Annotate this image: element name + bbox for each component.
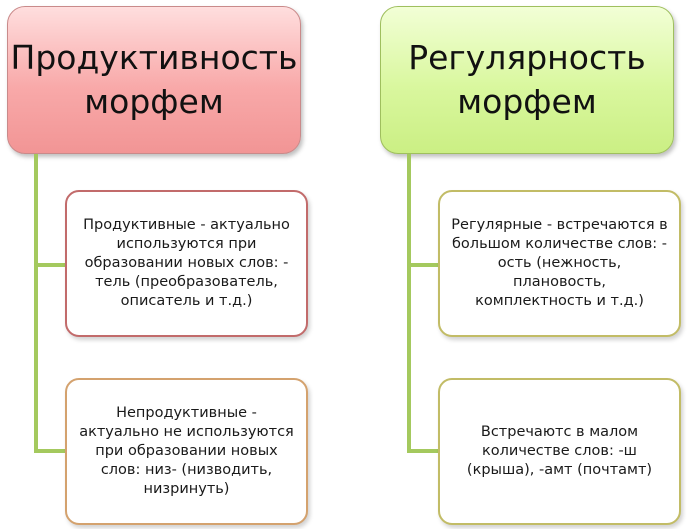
card-line: большом количестве слов: - (451, 236, 667, 252)
regularity-header-line-2: морфем (457, 82, 597, 121)
card-line: описатель и т.д.) (120, 293, 253, 309)
card-line: образовании новых слов: - (84, 255, 289, 271)
card-line: при образовании новых (95, 443, 278, 459)
card-line: актуально не используются (79, 424, 294, 440)
card-line: слов: низ- (низводить, (100, 462, 273, 478)
card-line: Регулярные - встречаются в (451, 217, 668, 233)
card-line: (крыша), -амт (почтамт) (466, 462, 653, 478)
card-line: Продуктивные - актуально (83, 217, 290, 233)
card-line: используются при (116, 236, 257, 252)
productivity-header: Продуктивность морфем (7, 6, 301, 154)
card-line: Встречаютс в малом (480, 424, 639, 440)
card-line: тель (преобразователь, (95, 274, 278, 290)
card-line: ость (нежность, плановость, (497, 255, 622, 290)
productivity-header-line-2: морфем (84, 82, 224, 121)
irregular-morphemes-card: Встречаютс в малом количестве слов: -ш (… (438, 378, 681, 525)
right-connector-1 (407, 263, 438, 267)
left-vertical-connector (34, 154, 38, 450)
right-vertical-connector (407, 154, 411, 450)
left-connector-2 (34, 449, 65, 453)
card-line: количестве слов: -ш (482, 443, 637, 459)
productivity-header-line-1: Продуктивность (10, 38, 298, 77)
card-line: комплектность и т.д.) (475, 293, 644, 309)
unproductive-morphemes-card: Непродуктивные - актуально не используют… (65, 378, 308, 525)
regularity-header: Регулярность морфем (380, 6, 674, 154)
card-line: низринуть) (143, 481, 230, 497)
regularity-header-line-1: Регулярность (408, 38, 646, 77)
left-connector-1 (34, 263, 65, 267)
productive-morphemes-card: Продуктивные - актуально используются пр… (65, 190, 308, 337)
card-line: Непродуктивные - (116, 405, 257, 421)
right-connector-2 (407, 449, 438, 453)
regular-morphemes-card: Регулярные - встречаются в большом колич… (438, 190, 681, 337)
